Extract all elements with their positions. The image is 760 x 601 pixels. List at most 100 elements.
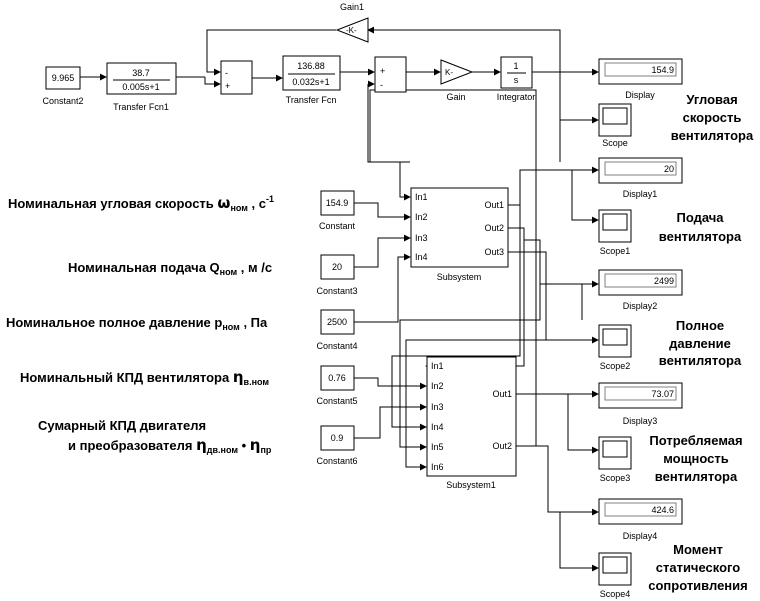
- svg-text:Display4: Display4: [623, 531, 658, 541]
- svg-text:424.6: 424.6: [651, 505, 674, 515]
- constant3-block[interactable]: 20 Constant3: [316, 254, 358, 296]
- svg-text:+: +: [380, 66, 385, 76]
- svg-text:Scope4: Scope4: [600, 589, 631, 599]
- scope-block[interactable]: Scope: [598, 103, 632, 148]
- svg-text:Constant3: Constant3: [316, 286, 357, 296]
- svg-text:статического: статического: [656, 560, 741, 575]
- scope2-block[interactable]: Scope2: [598, 324, 632, 371]
- annotation-torque: Момент статического сопротивления: [648, 542, 748, 593]
- svg-text:Scope1: Scope1: [600, 246, 631, 256]
- svg-text:136.88: 136.88: [297, 61, 325, 71]
- svg-text:мощность: мощность: [663, 451, 729, 466]
- svg-text:Display1: Display1: [623, 189, 658, 199]
- constant2-block[interactable]: 9.965 Constant2: [42, 66, 84, 106]
- svg-text:In4: In4: [431, 422, 444, 432]
- svg-text:Display3: Display3: [623, 416, 658, 426]
- param-nominal-pressure: Номинальное полное давление pном , Па: [6, 315, 268, 332]
- transfer-fcn-block[interactable]: 136.88 0.032s+1 Transfer Fcn: [282, 55, 341, 105]
- svg-text:In1: In1: [415, 192, 428, 202]
- svg-text:Out3: Out3: [484, 247, 504, 257]
- svg-text:вентилятора: вентилятора: [671, 128, 754, 143]
- annotation-flow: Подача вентилятора: [659, 210, 742, 244]
- annotation-power: Потребляемая мощность вентилятора: [649, 433, 742, 484]
- display1-block[interactable]: 20 Display1: [598, 157, 683, 199]
- svg-text:In2: In2: [431, 381, 444, 391]
- svg-text:вентилятора: вентилятора: [659, 353, 742, 368]
- svg-text:Scope: Scope: [602, 138, 628, 148]
- svg-text:In5: In5: [431, 442, 444, 452]
- svg-text:0.005s+1: 0.005s+1: [122, 82, 159, 92]
- svg-text:20: 20: [664, 164, 674, 174]
- svg-text:73.07: 73.07: [651, 389, 674, 399]
- svg-text:Out1: Out1: [484, 200, 504, 210]
- svg-text:2500: 2500: [327, 317, 347, 327]
- scope4-block[interactable]: Scope4: [598, 552, 632, 599]
- constant4-block[interactable]: 2500 Constant4: [316, 309, 358, 351]
- svg-text:-K-: -K-: [346, 26, 357, 35]
- integrator-block[interactable]: 1 s Integrator: [497, 56, 536, 102]
- svg-text:Constant2: Constant2: [42, 96, 83, 106]
- constant5-block[interactable]: 0.76 Constant5: [316, 365, 358, 406]
- svg-text:154.9: 154.9: [326, 198, 349, 208]
- svg-text:38.7: 38.7: [132, 68, 150, 78]
- svg-text:Display: Display: [625, 90, 655, 100]
- annotation-pressure: Полное давление вентилятора: [659, 318, 742, 368]
- svg-text:Scope2: Scope2: [600, 361, 631, 371]
- svg-text:-: -: [225, 68, 228, 78]
- svg-text:Номинальная угловая скорость ω: Номинальная угловая скорость ωном , с-1: [8, 194, 274, 213]
- subsystem-block[interactable]: In1 In2 In3 In4 Out1 Out2 Out3 Subsystem: [410, 187, 509, 282]
- svg-text:Subsystem1: Subsystem1: [446, 480, 496, 490]
- gain1-block[interactable]: -K- Gain1: [335, 2, 369, 43]
- display4-block[interactable]: 424.6 Display4: [598, 498, 683, 541]
- sum1-block[interactable]: - +: [220, 60, 253, 95]
- svg-text:и преобразователя ηдв.ном • ηп: и преобразователя ηдв.ном • ηпр: [68, 436, 272, 455]
- svg-text:Номинальная подача Qном , м /: Номинальная подача Qном , м /с: [68, 260, 272, 277]
- svg-text:Out1: Out1: [492, 389, 512, 399]
- svg-text:вентилятора: вентилятора: [659, 229, 742, 244]
- svg-text:In3: In3: [415, 233, 428, 243]
- svg-text:0.76: 0.76: [328, 373, 346, 383]
- display-block[interactable]: 154.9 Display: [598, 58, 683, 100]
- svg-text:Угловая: Угловая: [686, 92, 737, 107]
- svg-text:Constant: Constant: [319, 221, 356, 231]
- svg-text:s: s: [514, 75, 519, 85]
- param-total-efficiency: Сумарный КПД двигателя и преобразователя…: [38, 418, 272, 455]
- svg-text:154.9: 154.9: [651, 65, 674, 75]
- gain-block[interactable]: K- Gain: [440, 59, 474, 102]
- svg-text:Номинальный КПД вентилятора η: Номинальный КПД вентилятора ηв.ном: [20, 368, 269, 387]
- svg-text:Полное: Полное: [676, 318, 724, 333]
- svg-text:Out2: Out2: [484, 223, 504, 233]
- display3-block[interactable]: 73.07 Display3: [598, 382, 683, 426]
- sum2-block[interactable]: + -: [374, 56, 407, 93]
- svg-text:Подача: Подача: [676, 210, 724, 225]
- constant6-block[interactable]: 0.9 Constant6: [316, 425, 358, 466]
- param-nominal-flow: Номинальная подача Qном , м /с: [68, 260, 272, 277]
- constant-block[interactable]: 154.9 Constant: [319, 190, 356, 231]
- svg-text:Constant5: Constant5: [316, 396, 357, 406]
- display2-block[interactable]: 2499 Display2: [598, 269, 683, 311]
- svg-text:давление: давление: [669, 336, 731, 351]
- svg-text:0.032s+1: 0.032s+1: [292, 77, 329, 87]
- svg-text:In4: In4: [415, 252, 428, 262]
- svg-text:+: +: [225, 81, 230, 91]
- svg-text:Потребляемая: Потребляемая: [649, 433, 742, 448]
- svg-text:Gain: Gain: [446, 92, 465, 102]
- svg-text:Out2: Out2: [492, 441, 512, 451]
- param-nominal-efficiency: Номинальный КПД вентилятора ηв.ном: [20, 368, 269, 387]
- svg-text:20: 20: [332, 262, 342, 272]
- scope1-block[interactable]: Scope1: [598, 209, 632, 256]
- svg-text:Scope3: Scope3: [600, 473, 631, 483]
- svg-text:вентилятора: вентилятора: [655, 469, 738, 484]
- scope3-block[interactable]: Scope3: [598, 436, 632, 483]
- svg-text:2499: 2499: [654, 276, 674, 286]
- param-nominal-angular-speed: Номинальная угловая скорость ωном , с-1: [8, 194, 274, 213]
- svg-text:Transfer Fcn1: Transfer Fcn1: [113, 102, 169, 112]
- svg-text:Transfer Fcn: Transfer Fcn: [286, 95, 337, 105]
- subsystem1-block[interactable]: In1 In2 In3 In4 In5 In6 Out1 Out2 Subsys…: [426, 356, 517, 490]
- svg-text:Subsystem: Subsystem: [437, 272, 482, 282]
- svg-text:Display2: Display2: [623, 301, 658, 311]
- svg-text:In6: In6: [431, 462, 444, 472]
- transfer-fcn1-block[interactable]: 38.7 0.005s+1 Transfer Fcn1: [106, 62, 177, 112]
- annotation-angular-speed: Угловая скорость вентилятора: [671, 92, 754, 143]
